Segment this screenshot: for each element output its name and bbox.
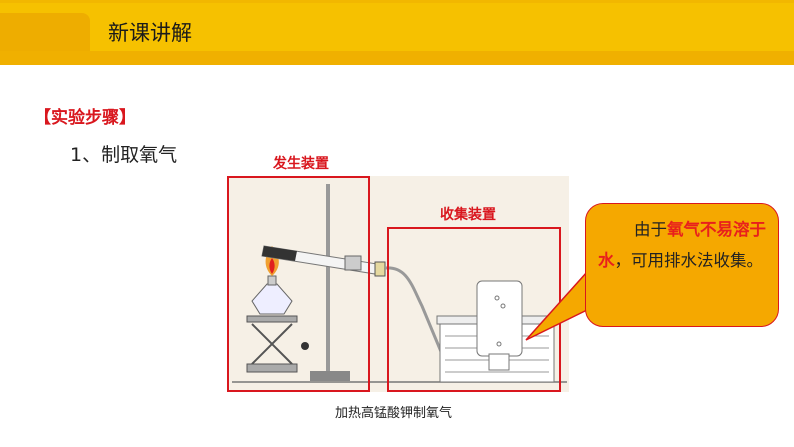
generator-label: 发生装置 (273, 156, 329, 172)
apparatus-figure (227, 176, 569, 392)
step-title: 1、制取氧气 (70, 144, 178, 166)
figure-caption: 加热高锰酸钾制氧气 (335, 406, 453, 421)
collector-label: 收集装置 (440, 207, 496, 223)
section-heading: 【实验步骤】 (34, 108, 136, 128)
header-bar (0, 0, 794, 65)
page-title: 新课讲解 (108, 21, 192, 45)
callout-pointer (525, 271, 588, 341)
callout-text-1: 由于 (634, 220, 667, 239)
callout-bubble: 由于氧气不易溶于水，可用排水法收集。 (585, 203, 779, 327)
generator-box (227, 176, 370, 392)
callout-text-2: ，可用排水法收集。 (614, 251, 764, 270)
callout-highlight: 氧气不易溶于水 (598, 220, 766, 270)
apparatus-illustration (232, 184, 567, 383)
header-tab (0, 13, 90, 51)
header-band (0, 51, 794, 65)
